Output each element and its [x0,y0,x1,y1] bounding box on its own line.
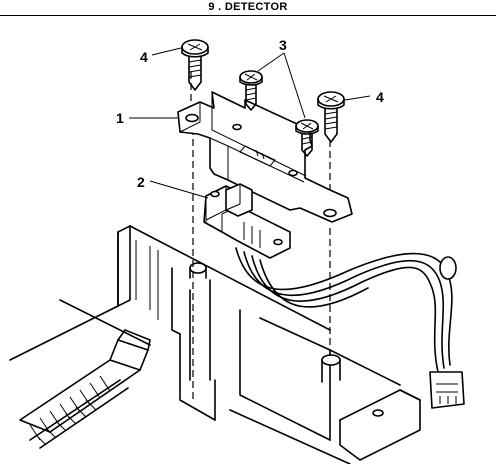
leader-lines [129,47,371,199]
sensor-screw-upper [239,70,263,111]
detector-bracket [177,91,353,223]
sensor-screw-lower [295,119,319,157]
photo-sensor [203,183,291,259]
bracket-screw-left [181,39,209,91]
bracket-screw-right [317,91,345,143]
section-header: 9 . DETECTOR [0,0,496,16]
callout-2: 2 [137,174,145,190]
callout-4-right: 4 [376,89,384,105]
callout-1: 1 [116,110,124,126]
base-frame [9,225,421,464]
ribbon-connector [19,329,151,449]
callout-4-left: 4 [140,49,148,65]
callout-3: 3 [279,37,287,53]
cable-harness [235,247,465,409]
section-title: 9 . DETECTOR [208,1,288,13]
